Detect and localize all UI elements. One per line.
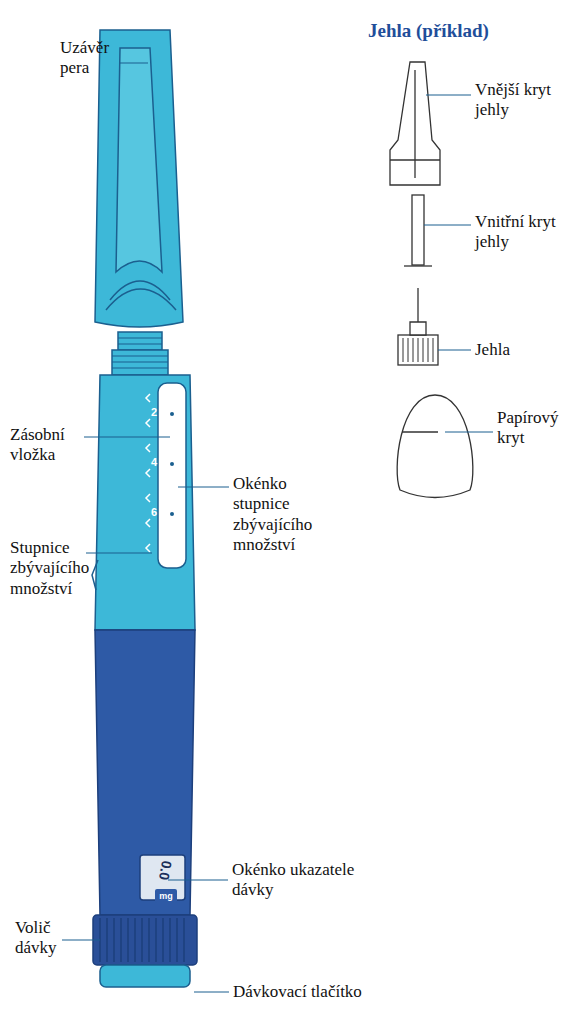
part-label: Dávkovací tlačítko bbox=[233, 982, 483, 1002]
part-label: Okénko stupnice zbývajícího množství bbox=[233, 474, 343, 556]
part-label: Okénko ukazatele dávky bbox=[232, 860, 382, 901]
title: Jehla (příklad) bbox=[368, 20, 489, 42]
part-label: Zásobní vložka bbox=[10, 425, 100, 466]
scale-number: 6 bbox=[151, 506, 163, 519]
part-label: Uzávěr pera bbox=[60, 38, 132, 79]
part-label: Volič dávky bbox=[15, 918, 75, 959]
part-label: Stupnice zbývajícího množství bbox=[10, 538, 110, 599]
leader-lines bbox=[62, 63, 493, 992]
part-label: Vnější kryt jehly bbox=[475, 80, 580, 121]
unit-label: mg bbox=[157, 889, 175, 903]
part-label: Vnitřní kryt jehly bbox=[475, 212, 580, 253]
scale-number: 4 bbox=[151, 456, 163, 469]
part-label: Papírový kryt bbox=[497, 408, 579, 449]
scale-number: 2 bbox=[151, 406, 163, 419]
part-label: Jehla bbox=[475, 340, 575, 360]
